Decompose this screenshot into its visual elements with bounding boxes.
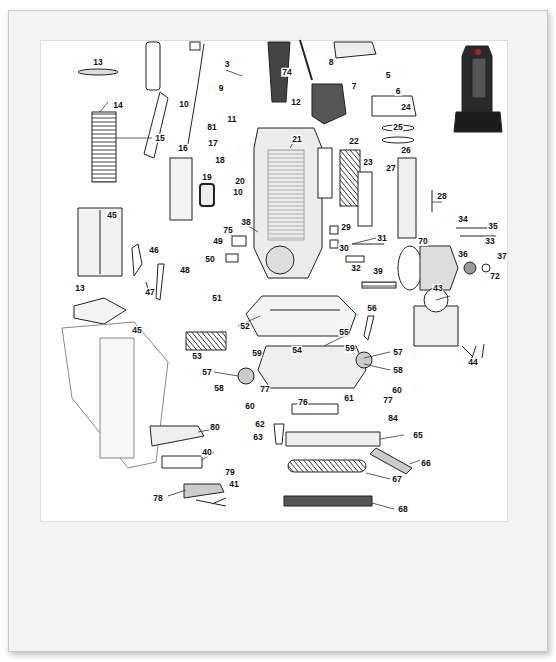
callout-number: 41 — [228, 480, 239, 489]
callout-number: 40 — [201, 448, 212, 457]
callout-number: 20 — [234, 177, 245, 186]
callout-number: 35 — [487, 222, 498, 231]
callout-number: 80 — [209, 423, 220, 432]
callout-number: 5 — [385, 71, 392, 80]
callout-number: 6 — [395, 87, 402, 96]
callout-number: 57 — [201, 368, 212, 377]
callout-number: 49 — [212, 237, 223, 246]
callout-number: 75 — [222, 226, 233, 235]
callout-number: 19 — [201, 173, 212, 182]
callout-number: 38 — [240, 218, 251, 227]
callout-number: 18 — [214, 156, 225, 165]
callout-number: 31 — [376, 234, 387, 243]
callout-number: 58 — [392, 366, 403, 375]
callout-number: 66 — [420, 459, 431, 468]
callout-number: 48 — [179, 266, 190, 275]
callout-number: 37 — [496, 252, 507, 261]
callout-number: 26 — [400, 146, 411, 155]
callout-number: 70 — [417, 237, 428, 246]
callout-number: 23 — [362, 158, 373, 167]
callout-number: 17 — [207, 139, 218, 148]
callout-number: 60 — [244, 402, 255, 411]
callout-number: 45 — [106, 211, 117, 220]
callout-number: 84 — [387, 414, 398, 423]
callout-number: 62 — [254, 420, 265, 429]
callout-number: 30 — [338, 244, 349, 253]
callout-number: 53 — [191, 352, 202, 361]
callout-number: 57 — [392, 348, 403, 357]
callout-number: 54 — [291, 346, 302, 355]
callout-number: 32 — [350, 264, 361, 273]
callout-number: 51 — [211, 294, 222, 303]
callout-number: 79 — [224, 468, 235, 477]
callout-number: 13 — [92, 58, 103, 67]
callout-number: 44 — [467, 358, 478, 367]
callout-number: 72 — [489, 272, 500, 281]
callout-number: 58 — [213, 384, 224, 393]
callout-number: 12 — [290, 98, 301, 107]
callout-number: 29 — [340, 223, 351, 232]
callout-number: 9 — [218, 84, 225, 93]
callout-number: 47 — [144, 288, 155, 297]
callout-number: 15 — [154, 134, 165, 143]
callout-number: 27 — [385, 164, 396, 173]
callout-number: 33 — [484, 237, 495, 246]
callout-number: 78 — [152, 494, 163, 503]
callout-number: 43 — [432, 284, 443, 293]
callout-number: 74 — [281, 68, 292, 77]
callout-number: 81 — [206, 123, 217, 132]
callout-number: 13 — [74, 284, 85, 293]
callout-number: 77 — [382, 396, 393, 405]
callout-number: 25 — [392, 123, 403, 132]
callout-number: 11 — [227, 115, 238, 124]
callout-number: 55 — [338, 328, 349, 337]
callout-number: 61 — [343, 394, 354, 403]
callout-number: 14 — [112, 101, 123, 110]
callout-number: 24 — [400, 103, 411, 112]
callout-number: 10 — [178, 100, 189, 109]
callout-number: 8 — [328, 58, 335, 67]
callout-number: 16 — [177, 144, 188, 153]
callout-number: 21 — [291, 135, 302, 144]
callout-number: 56 — [366, 304, 377, 313]
callout-number: 67 — [391, 475, 402, 484]
callout-number: 10 — [232, 188, 243, 197]
callout-number: 36 — [457, 250, 468, 259]
callout-number: 34 — [457, 215, 468, 224]
callout-number: 60 — [391, 386, 402, 395]
callout-number: 3 — [224, 60, 231, 69]
callout-number: 76 — [297, 398, 308, 407]
callout-number: 22 — [348, 137, 359, 146]
callout-number: 28 — [436, 192, 447, 201]
callout-number: 59 — [251, 349, 262, 358]
callout-number: 46 — [148, 246, 159, 255]
callout-number: 7 — [351, 82, 358, 91]
callout-number: 45 — [131, 326, 142, 335]
callout-number: 50 — [204, 255, 215, 264]
callout-number: 52 — [239, 322, 250, 331]
callout-number: 77 — [259, 385, 270, 394]
callout-number: 68 — [397, 505, 408, 514]
callout-number: 65 — [412, 431, 423, 440]
callout-number: 63 — [252, 433, 263, 442]
callout-number: 59 — [344, 344, 355, 353]
callout-number: 39 — [372, 267, 383, 276]
